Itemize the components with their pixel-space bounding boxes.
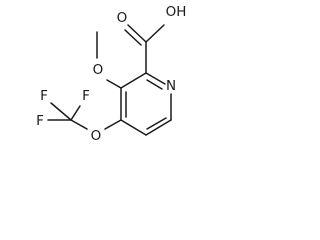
chemical-structure-diagram: OH O O N O F F F (36, 4, 187, 144)
bond-c2-c3 (120, 72, 147, 89)
bond-cf3-f-top-left (50, 102, 72, 121)
fluorine-left-label: F (36, 113, 44, 129)
bond-carboxyl-o-double-1 (127, 24, 147, 43)
bond-n1-c2-inner (146, 79, 163, 90)
pyridine-ring (120, 72, 172, 136)
hydroxyl-label: OH (166, 4, 187, 20)
carbonyl-oxygen-label: O (117, 10, 128, 26)
methoxy-group (96, 31, 122, 89)
ring-nitrogen-label: N (166, 78, 176, 94)
methoxy-oxygen-label: O (93, 62, 104, 78)
ether-oxygen-label: O (91, 128, 102, 144)
fluorine-top-left-label: F (40, 88, 48, 104)
bond-n1-c2 (145, 72, 166, 85)
bond-cf3-f-top-right (70, 105, 81, 121)
trifluoromethoxy-group (47, 102, 122, 130)
bond-c4-ether-o (104, 119, 122, 130)
bond-c4-c5 (120, 119, 147, 136)
carboxylic-acid-group (124, 24, 165, 74)
bond-ether-o-cf3 (70, 119, 88, 130)
bond-carboxyl-oh (145, 24, 165, 43)
bond-c5-c6 (145, 119, 172, 136)
bond-carboxyl-o-double-2 (124, 29, 142, 46)
bond-c5-c6-inner (146, 117, 167, 130)
bond-c3-methoxy-o (106, 79, 122, 89)
fluorine-top-right-label: F (82, 88, 90, 104)
